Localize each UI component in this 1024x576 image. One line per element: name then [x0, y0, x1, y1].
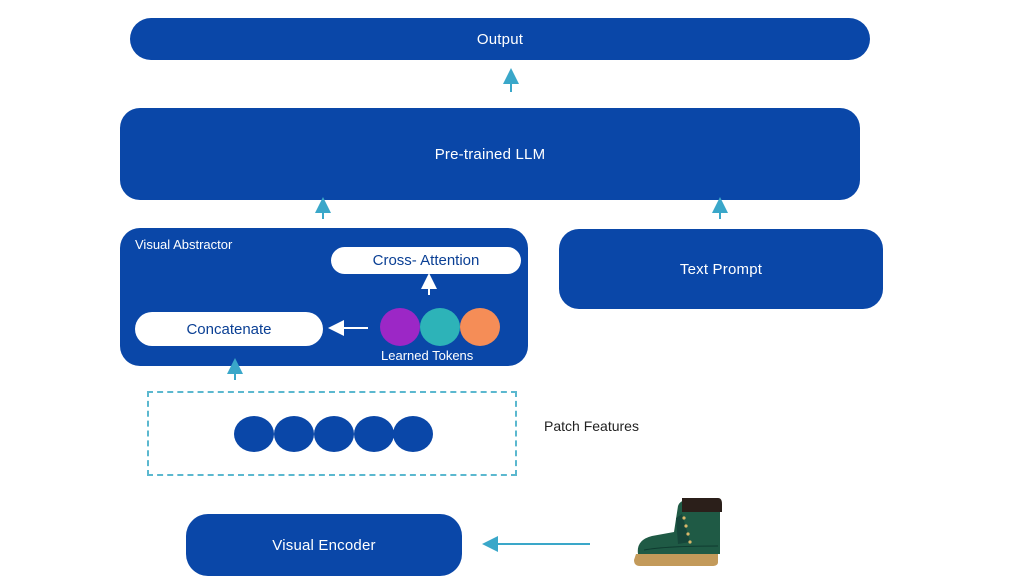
text-prompt-label: Text Prompt: [679, 260, 763, 278]
visual-abstractor-title: Visual Abstractor: [135, 237, 233, 252]
patch-feature-4: [354, 416, 394, 452]
patch-features-label: Patch Features: [544, 418, 639, 434]
boot-icon: [634, 498, 722, 566]
concatenate-label: Concatenate: [186, 320, 272, 338]
llm-label: Pre-trained LLM: [434, 145, 546, 163]
text-prompt-box: Text Prompt: [559, 229, 883, 309]
patch-feature-3: [314, 416, 354, 452]
boot-image: [626, 496, 726, 570]
learned-token-teal: [420, 308, 460, 346]
patch-feature-2: [274, 416, 314, 452]
learned-tokens-label: Learned Tokens: [381, 348, 474, 363]
output-label: Output: [476, 30, 524, 48]
cross-attention-label: Cross- Attention: [372, 252, 480, 269]
concatenate-pill: Concatenate: [135, 312, 323, 346]
patch-feature-5: [393, 416, 433, 452]
learned-token-orange: [460, 308, 500, 346]
patch-features-frame: [147, 391, 517, 476]
patch-feature-1: [234, 416, 274, 452]
learned-token-purple: [380, 308, 420, 346]
visual-encoder-box: Visual Encoder: [186, 514, 462, 576]
cross-attention-pill: Cross- Attention: [331, 247, 521, 274]
output-box: Output: [130, 18, 870, 60]
llm-box: Pre-trained LLM: [120, 108, 860, 200]
visual-encoder-label: Visual Encoder: [272, 536, 376, 554]
